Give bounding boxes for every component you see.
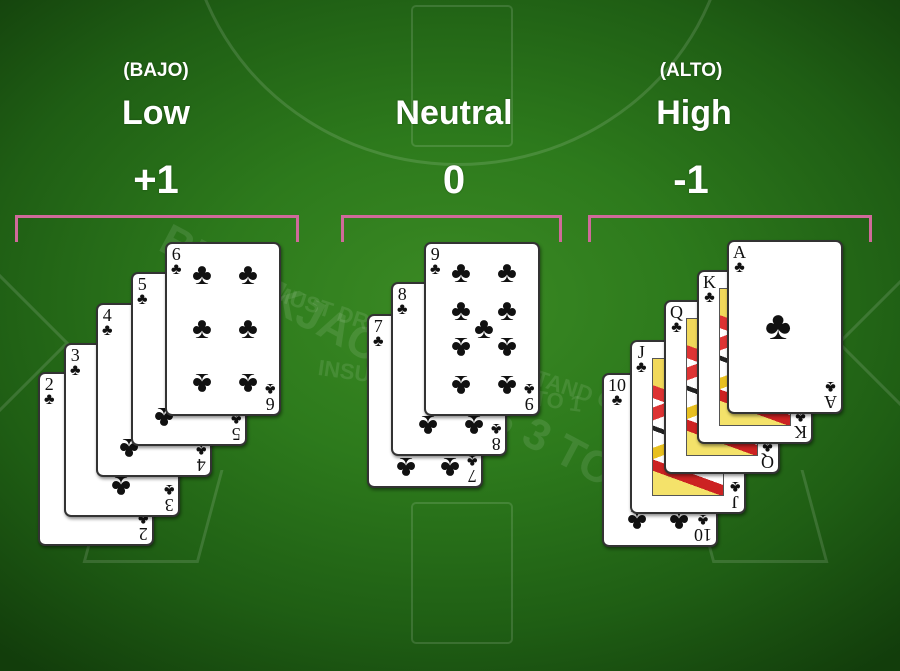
club-icon: ♣ <box>497 256 517 289</box>
betting-spot-right <box>836 246 900 440</box>
club-icon: ♣ <box>729 478 741 495</box>
card-6-clubs: 6♣ ♣ ♣ ♣ ♣ ♣ ♣ 6♣ <box>165 242 281 416</box>
club-icon: ♣ <box>671 319 682 336</box>
low-value: +1 <box>133 158 179 202</box>
neutral-bracket <box>341 215 562 242</box>
card-ace-clubs: A♣ ♣ A♣ <box>727 240 843 414</box>
club-icon: ♣ <box>238 367 258 400</box>
club-icon: ♣ <box>397 301 408 318</box>
club-icon: ♣ <box>137 291 148 308</box>
neutral-label: Neutral <box>395 94 513 132</box>
low-label: Low <box>122 94 190 132</box>
club-icon: ♣ <box>430 261 441 278</box>
high-label: High <box>656 94 732 132</box>
club-icon: ♣ <box>192 367 212 400</box>
club-icon: ♣ <box>497 369 517 402</box>
club-icon: ♣ <box>704 289 715 306</box>
club-icon: ♣ <box>44 391 55 408</box>
club-icon: ♣ <box>440 451 460 484</box>
club-icon: ♣ <box>163 481 175 498</box>
club-icon: ♣ <box>474 312 494 345</box>
club-icon: ♣ <box>171 261 182 278</box>
club-icon: ♣ <box>451 256 471 289</box>
club-icon: ♣ <box>192 258 212 291</box>
high-subtitle: (ALTO) <box>659 60 723 81</box>
club-icon: ♣ <box>611 392 623 409</box>
card-9-clubs: 9♣ ♣ ♣ ♣ ♣ ♣ ♣ ♣ ♣ ♣ 9♣ <box>424 242 540 416</box>
club-icon: ♣ <box>264 380 276 397</box>
neutral-value: 0 <box>442 158 466 202</box>
club-icon: ♣ <box>451 369 471 402</box>
club-icon: ♣ <box>490 420 502 437</box>
club-icon: ♣ <box>451 294 471 327</box>
high-value: -1 <box>673 158 709 202</box>
club-icon: ♣ <box>825 378 836 395</box>
club-icon: ♣ <box>192 312 212 345</box>
club-icon: ♣ <box>102 322 113 339</box>
low-bracket <box>15 215 299 242</box>
card-spot-bottom <box>411 502 513 644</box>
club-icon: ♣ <box>238 258 258 291</box>
club-icon: ♣ <box>396 451 416 484</box>
card-spot-top <box>411 5 513 147</box>
club-icon: ♣ <box>238 312 258 345</box>
club-icon: ♣ <box>70 362 81 379</box>
club-icon: ♣ <box>765 303 792 348</box>
club-icon: ♣ <box>497 331 517 364</box>
club-icon: ♣ <box>497 294 517 327</box>
club-icon: ♣ <box>451 331 471 364</box>
low-subtitle: (BAJO) <box>123 60 189 81</box>
club-icon: ♣ <box>734 259 745 276</box>
club-icon: ♣ <box>523 380 535 397</box>
club-icon: ♣ <box>636 359 647 376</box>
high-bracket <box>588 215 872 242</box>
club-icon: ♣ <box>373 333 384 350</box>
